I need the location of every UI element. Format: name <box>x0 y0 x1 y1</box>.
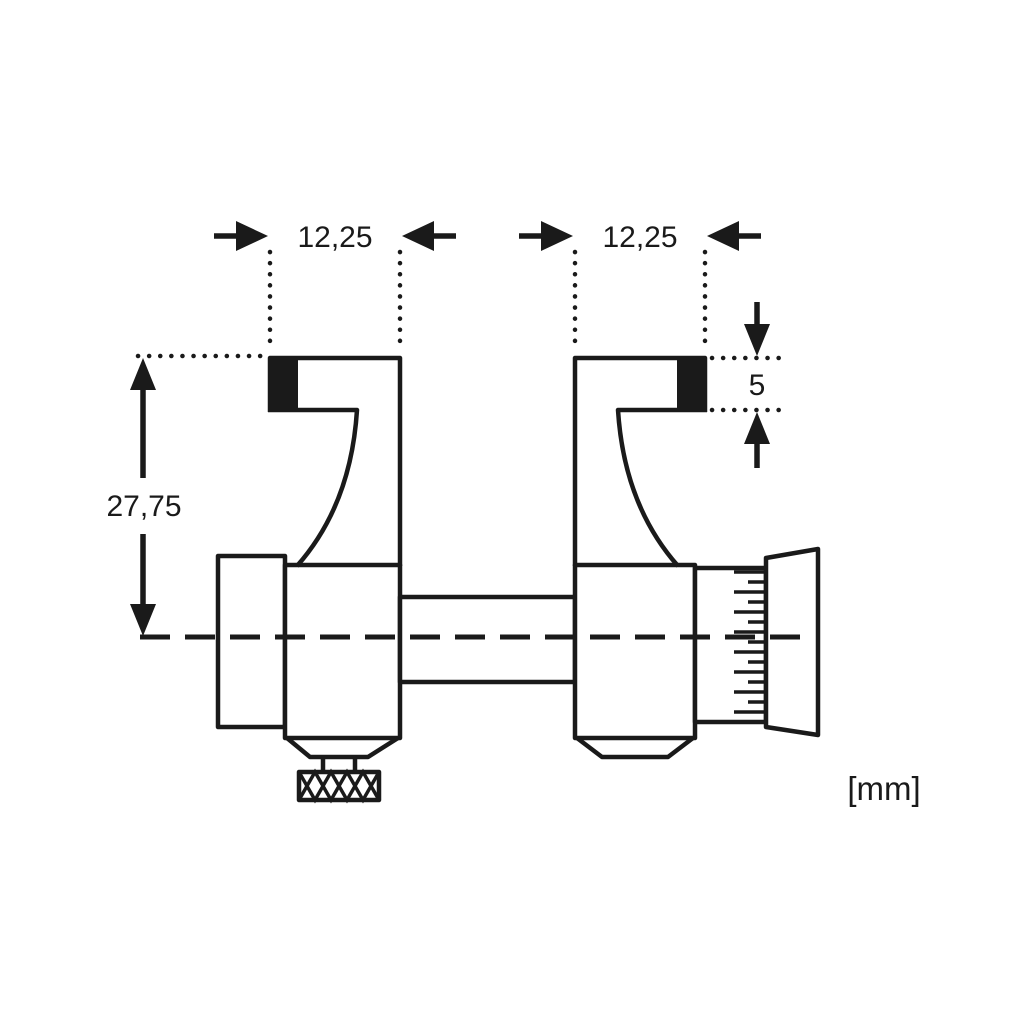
dim-jaw-height-label: 27,75 <box>106 490 181 523</box>
arrow-down-icon <box>744 324 770 356</box>
left-anvil-block <box>215 553 288 730</box>
dimension-left-jaw-width: 12,25 <box>214 221 456 353</box>
dimension-right-jaw-width: 12,25 <box>519 221 761 353</box>
unit-label: [mm] <box>847 770 920 807</box>
dimension-tip-height: 5 <box>709 302 785 468</box>
dim-right-jaw-width-label: 12,25 <box>602 221 677 254</box>
right-measuring-face <box>677 358 705 410</box>
arrow-up-icon <box>744 412 770 444</box>
micrometer-outline <box>215 355 821 804</box>
arrow-right-icon <box>236 221 268 251</box>
dimension-jaw-height: 27,75 <box>106 353 269 636</box>
thimble <box>763 546 821 738</box>
arrow-up-icon <box>130 358 156 390</box>
left-body-block <box>282 562 403 741</box>
dim-tip-height-label: 5 <box>749 369 766 402</box>
clamp-neck <box>320 757 358 772</box>
scale-ticks <box>734 570 766 714</box>
right-jaw-curve <box>615 407 707 568</box>
left-measuring-face <box>270 358 298 410</box>
arrow-down-icon <box>130 604 156 636</box>
clamp-knurl-pattern <box>297 768 381 804</box>
left-body-taper <box>285 736 400 760</box>
right-body-taper <box>575 736 695 760</box>
dim-left-jaw-width-label: 12,25 <box>297 221 372 254</box>
arrow-left-icon <box>707 221 739 251</box>
arrow-left-icon <box>402 221 434 251</box>
clamp-knob <box>296 769 382 803</box>
left-jaw-curve <box>268 407 360 568</box>
right-body-block <box>572 562 698 741</box>
arrow-right-icon <box>541 221 573 251</box>
